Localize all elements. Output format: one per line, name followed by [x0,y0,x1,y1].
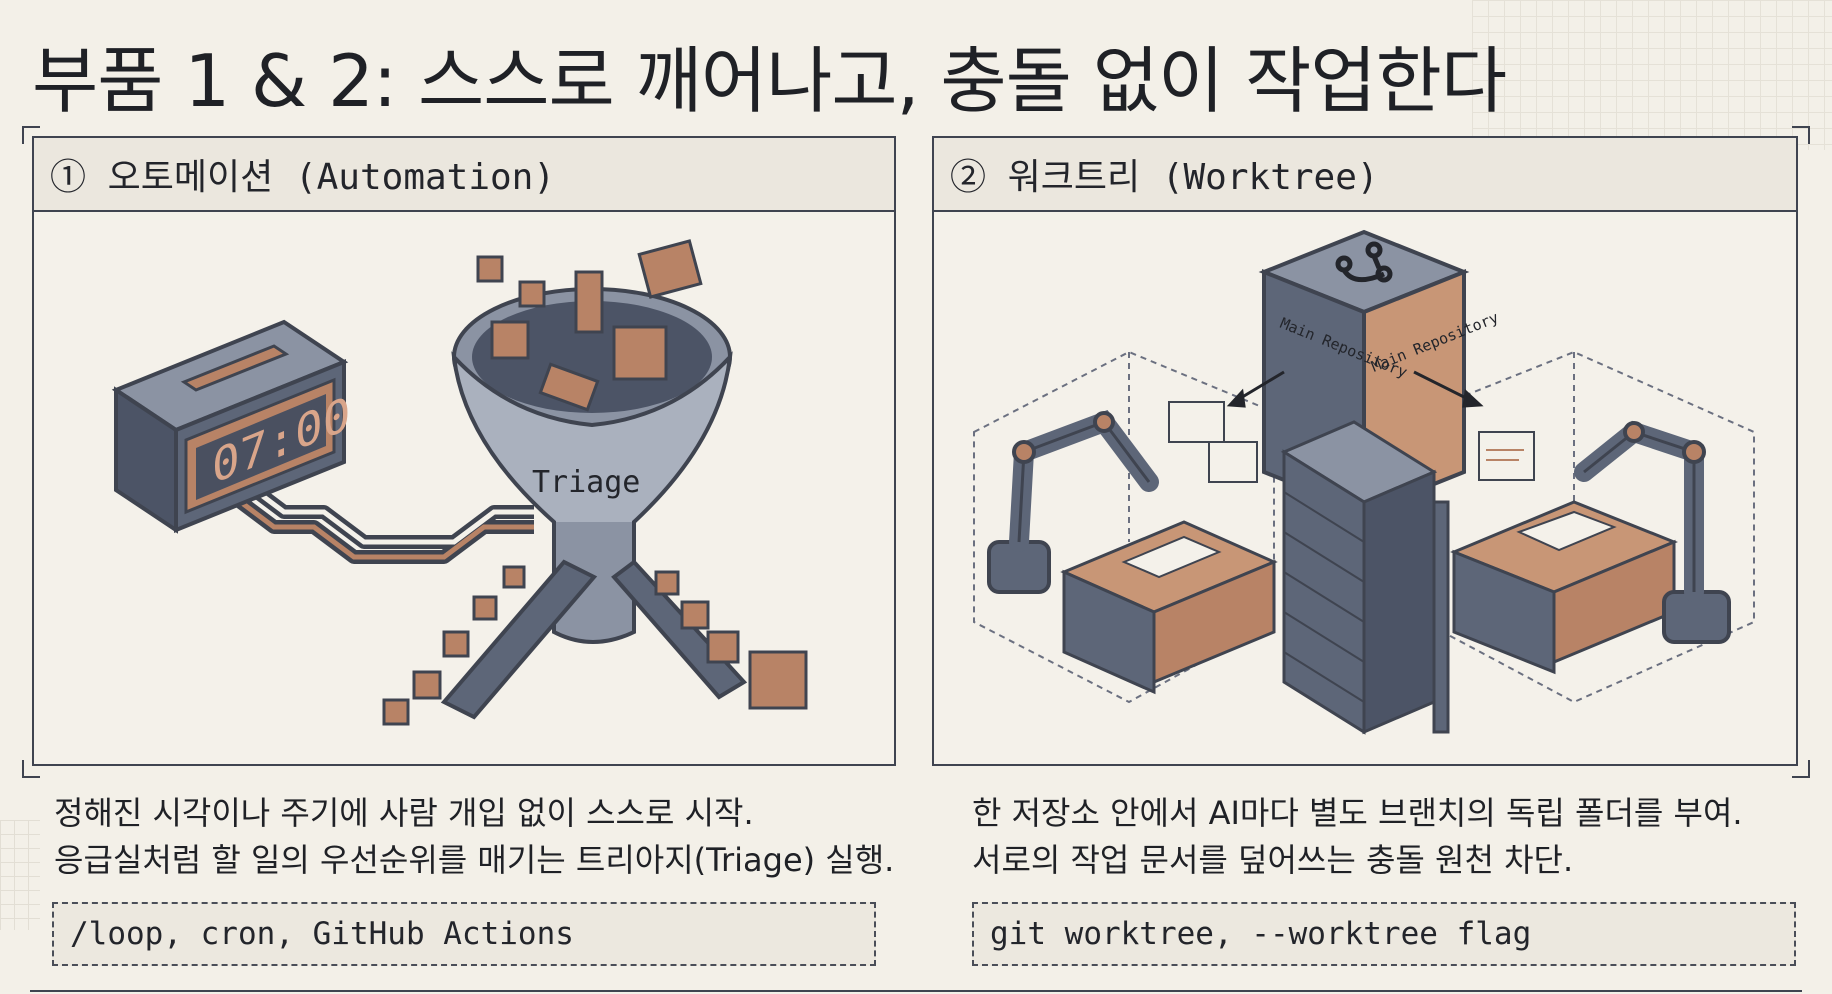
automation-panel-title: ① 오토메이션 (Automation) [34,138,894,212]
automation-description-line-1: 정해진 시각이나 주기에 사람 개입 없이 스스로 시작. [54,794,754,832]
left-window-icons [1168,401,1258,483]
automation-description: 정해진 시각이나 주기에 사람 개입 없이 스스로 시작. 응급실처럼 할 일의… [54,790,894,884]
grid-decoration [1472,0,1832,150]
bottom-rule [30,990,1802,992]
corner-mark [22,760,40,778]
left-desk [1060,520,1278,695]
corner-mark [1792,126,1810,144]
automation-illustration: 07:00 Triage [34,212,894,762]
branch-arrows [1226,370,1484,408]
automation-description-line-2: 응급실처럼 할 일의 우선순위를 매기는 트리아지(Triage) 실행. [54,841,895,879]
page-title: 부품 1 & 2: 스스로 깨어나고, 충돌 없이 작업한다 [32,39,1507,123]
conveyor-left [440,559,598,720]
worktree-code-box: git worktree, --worktree flag [972,902,1796,966]
automation-code-box: /loop, cron, GitHub Actions [52,902,876,966]
alarm-clock-icon: 07:00 [111,319,350,534]
left-robot-arm-icon [987,410,1159,594]
worktree-description-line-1: 한 저장소 안에서 AI마다 별도 브랜치의 독립 폴더를 부여. [972,794,1743,832]
right-robot-arm-icon [1574,420,1731,644]
funnel-label: Triage [532,465,640,500]
corner-mark [1792,760,1810,778]
right-window-icon [1478,431,1535,481]
task-boxes [382,239,808,726]
corner-mark [22,126,40,144]
git-branch-icon [1335,241,1393,283]
worktree-panel-title: ② 워크트리 (Worktree) [934,138,1796,212]
worktree-panel: ② 워크트리 (Worktree) Main Reposito [932,136,1798,766]
automation-panel: ① 오토메이션 (Automation) 07:00 [32,136,896,766]
grid-decoration-left [0,820,40,930]
right-desk [1450,500,1678,675]
triage-funnel-icon: Triage [451,287,733,644]
worktree-illustration: Main Repository Main Repository [934,212,1796,762]
worktree-description: 한 저장소 안에서 AI마다 별도 브랜치의 독립 폴더를 부여. 서로의 작업… [972,790,1743,884]
isolation-wall [1280,420,1450,735]
clock-cables [229,476,534,564]
worktree-description-line-2: 서로의 작업 문서를 덮어쓰는 충돌 원천 차단. [972,841,1574,879]
